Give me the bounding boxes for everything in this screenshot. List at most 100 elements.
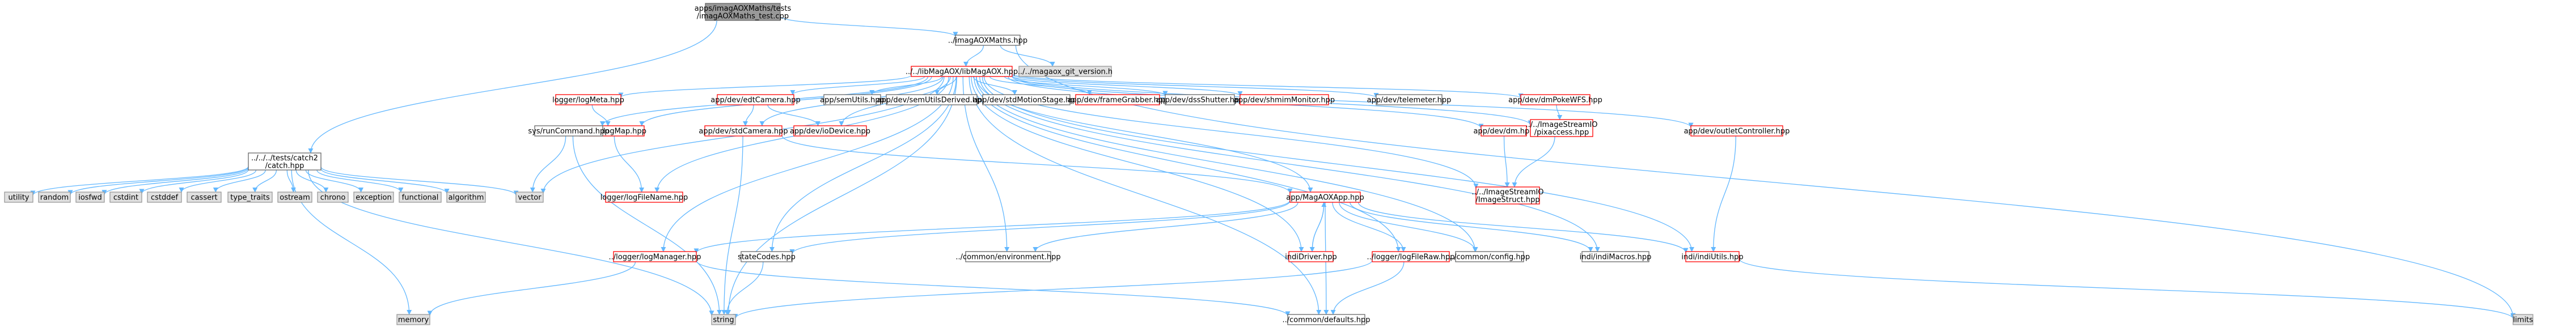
dependency-edge (1503, 135, 1510, 188)
node-cassert: cassert (187, 192, 222, 203)
dependency-edge (790, 76, 925, 95)
node-label: sys/runCommand.hpp (528, 127, 609, 136)
node-log-file-raw[interactable]: ../logger/logFileRaw.hpp (1367, 251, 1455, 262)
dependency-edge (1015, 45, 2516, 318)
dependency-edge (101, 168, 249, 195)
node-label: ../common/environment.hpp (955, 253, 1060, 262)
node-catch[interactable]: ../../../tests/catch2/catch.hpp (248, 152, 322, 171)
node-sem-utils[interactable]: app/semUtils.hpp (820, 94, 885, 105)
node-cstddef: cstddef (147, 192, 182, 203)
node-indi-utils[interactable]: indi/indiUtils.hpp (1681, 251, 1744, 262)
node-config[interactable]: ../common/config.hpp (1449, 251, 1530, 262)
node-label: apps/imagAOXMaths/tests (695, 5, 792, 13)
node-box (2512, 314, 2533, 325)
node-edt-camera[interactable]: app/dev/edtCamera.hpp (710, 94, 801, 105)
node-label: app/dev/dmPokeWFS.hpp (1508, 96, 1602, 105)
dependency-edge (979, 76, 1600, 252)
node-telemeter[interactable]: app/dev/telemeter.hpp (1367, 94, 1452, 105)
node-label: app/dev/shmimMonitor.hpp (1234, 96, 1335, 105)
dependency-edge (934, 76, 957, 95)
dependency-edge (1339, 202, 1478, 252)
dependency-edge (726, 76, 958, 315)
node-label: indi/indiMacros.hpp (1580, 253, 1652, 262)
node-io-device[interactable]: app/dev/ioDevice.hpp (790, 125, 870, 137)
dependency-edge (767, 104, 820, 126)
dependency-edge (1711, 135, 1736, 252)
node-label: app/dev/dm.hpp (1474, 127, 1534, 136)
node-box (1690, 125, 1783, 137)
node-log-manager[interactable]: ../logger/logManager.hpp (609, 251, 701, 262)
node-box (982, 94, 1071, 105)
node-outlet-controller[interactable]: app/dev/outletController.hpp (1684, 125, 1790, 137)
dependency-edge (1000, 45, 1055, 67)
node-label: ../common/defaults.hpp (1282, 316, 1370, 325)
node-mag-aoxapp[interactable]: app/MagAOXApp.hpp (1286, 192, 1364, 203)
node-sem-utils-derived[interactable]: app/dev/semUtilsDerived.hpp (877, 94, 987, 105)
node-pixaccess[interactable]: ../../ImageStreamIO/pixaccess.hpp (1525, 119, 1598, 137)
node-label: type_traits (230, 194, 270, 202)
node-indi-macros[interactable]: indi/indiMacros.hpp (1580, 251, 1652, 262)
node-sys-run-command[interactable]: sys/runCommand.hpp (528, 125, 610, 137)
node-dm-poke-wfs[interactable]: app/dev/dmPokeWFS.hpp (1508, 94, 1602, 105)
node-label: app/dev/ioDevice.hpp (790, 127, 870, 136)
node-label: exception (356, 194, 392, 202)
node-label: logger/logFileName.hpp (600, 194, 688, 202)
node-label: cstdint (113, 194, 138, 202)
node-lib-mag-aox[interactable]: ../../libMagAOX/libMagAOX.hpp (906, 66, 1018, 77)
node-label: indiDriver.hpp (1285, 253, 1336, 262)
dependency-edge (1739, 258, 2516, 320)
node-environment[interactable]: ../common/environment.hpp (955, 251, 1061, 262)
node-state-codes[interactable]: stateCodes.hpp (738, 251, 796, 262)
node-label: app/semUtils.hpp (820, 96, 885, 105)
node-box (534, 125, 603, 137)
dependency-edge (572, 135, 722, 315)
node-box (396, 314, 430, 325)
node-box (353, 192, 394, 203)
dependency-edge (308, 20, 717, 154)
node-algorithm: algorithm (446, 192, 486, 203)
node-std-camera[interactable]: app/dev/stdCamera.hpp (699, 125, 788, 137)
node-label: app/MagAOXApp.hpp (1286, 194, 1364, 202)
node-dm[interactable]: app/dev/dm.hpp (1474, 125, 1534, 137)
dependency-nodes: apps/imagAOXMaths/tests/imagAOXMaths_tes… (4, 3, 2533, 325)
node-shmim-monitor[interactable]: app/dev/shmimMonitor.hpp (1234, 94, 1335, 105)
node-git-version: ../../magaox_git_version.h (1018, 66, 1113, 77)
dependency-edge (693, 200, 1291, 254)
node-box (823, 94, 881, 105)
node-label: utility (9, 194, 29, 202)
node-label: memory (398, 316, 429, 325)
node-box (711, 314, 736, 325)
node-image-struct[interactable]: ../../ImageStreamIO/ImageStruct.hpp (1471, 186, 1544, 205)
node-log-file-name[interactable]: logger/logFileName.hpp (600, 192, 688, 203)
dependency-edge (733, 260, 1373, 319)
node-label: ../../libMagAOX/libMagAOX.hpp (906, 68, 1018, 76)
dependency-edge (1312, 202, 1327, 252)
node-box (1240, 94, 1329, 105)
node-box (886, 94, 978, 105)
dependency-edge (724, 261, 764, 315)
node-root[interactable]: apps/imagAOXMaths/tests/imagAOXMaths_tes… (695, 3, 792, 21)
node-label: string (713, 316, 734, 325)
node-defaults[interactable]: ../common/defaults.hpp (1282, 314, 1371, 325)
node-frame-grabber[interactable]: app/dev/frameGrabber.hpp (1068, 94, 1168, 105)
node-log-meta[interactable]: logger/logMeta.hpp (552, 94, 624, 105)
node-indi-driver[interactable]: indiDriver.hpp (1285, 251, 1337, 262)
dependency-edge (1012, 75, 1694, 128)
node-std-motion-stage[interactable]: app/dev/stdMotionStage.hpp (973, 94, 1080, 105)
dependency-edge (30, 166, 249, 196)
node-box (1520, 94, 1591, 105)
dependency-edge (982, 76, 1695, 252)
node-imag-aoxmaths[interactable]: ../imagAOXMaths.hpp (948, 35, 1027, 46)
dependency-edge (1556, 104, 1563, 120)
dependency-edge (962, 76, 1010, 252)
dependency-edge (291, 169, 412, 315)
dependency-edge (618, 75, 912, 98)
node-box (1288, 251, 1334, 262)
node-limits: limits (2512, 314, 2533, 325)
node-box (147, 192, 182, 203)
node-dss-shutter[interactable]: app/dev/dssShutter.hpp (1156, 94, 1244, 105)
node-label: limits (2513, 316, 2533, 325)
node-box (1475, 186, 1540, 205)
dependency-edge (1330, 261, 1405, 315)
